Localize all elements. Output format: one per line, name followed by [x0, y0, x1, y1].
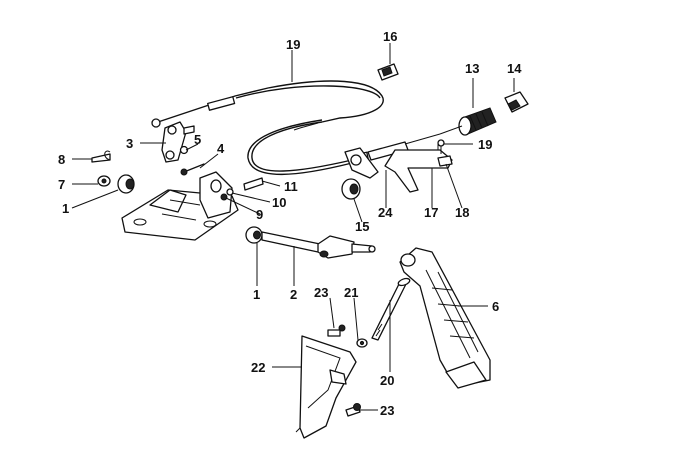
callout-17: 17 [424, 205, 438, 220]
callout-1-left: 1 [62, 201, 69, 216]
bushing-1-left [117, 174, 135, 194]
pedal-support-bracket [121, 171, 239, 241]
nut-9 [220, 193, 228, 201]
cable-adjuster [344, 147, 379, 179]
clip-18 [437, 139, 453, 167]
callout-21: 21 [344, 285, 358, 300]
bolt-11 [243, 177, 264, 191]
washer-7 [97, 175, 111, 187]
callout-10: 10 [272, 195, 286, 210]
split-pin-8 [91, 150, 111, 163]
screw-23-bottom [345, 403, 361, 417]
callout-13: 13 [465, 61, 479, 76]
callout-6: 6 [492, 299, 499, 314]
nut-21 [356, 338, 368, 348]
callout-16: 16 [383, 29, 397, 44]
accelerator-pedal-6 [399, 247, 491, 389]
callout-22: 22 [251, 360, 265, 375]
callout-24: 24 [378, 205, 393, 220]
callout-19: 19 [478, 137, 492, 152]
callout-14: 14 [507, 61, 522, 76]
lever-3 [161, 121, 195, 163]
bolt-4 [180, 163, 205, 176]
callout-23-top: 23 [314, 285, 328, 300]
callout-15: 15 [355, 219, 369, 234]
callout-8: 8 [58, 152, 65, 167]
callout-7: 7 [58, 177, 65, 192]
clip-16 [377, 63, 399, 81]
callout-5: 5 [194, 132, 201, 147]
rubber-boot-13 [439, 107, 497, 136]
pushrod-20 [371, 277, 411, 341]
callout-12: 19 [286, 37, 300, 52]
callout-3: 3 [126, 136, 133, 151]
callout-1-right: 1 [253, 287, 260, 302]
bushing-15 [341, 178, 361, 200]
callout-11: 11 [284, 179, 298, 194]
callout-18: 18 [455, 205, 469, 220]
screw-23-top [327, 324, 346, 337]
bushing-1-right [245, 226, 263, 244]
callout-4: 4 [217, 141, 225, 156]
nut-5 [179, 145, 189, 155]
callout-labels: 19 16 13 14 8 7 1 3 5 4 19 11 10 9 24 17… [58, 29, 522, 418]
callout-23-bottom: 23 [380, 403, 394, 418]
washer-10 [226, 188, 234, 196]
stop-bracket-22 [295, 335, 357, 439]
bracket-17 [384, 143, 453, 193]
pedal-shaft-2 [261, 231, 376, 259]
clip-14 [504, 91, 529, 113]
callout-2: 2 [290, 287, 297, 302]
callout-20: 20 [380, 373, 394, 388]
callout-9: 9 [256, 207, 263, 222]
leader-lines [71, 43, 515, 411]
